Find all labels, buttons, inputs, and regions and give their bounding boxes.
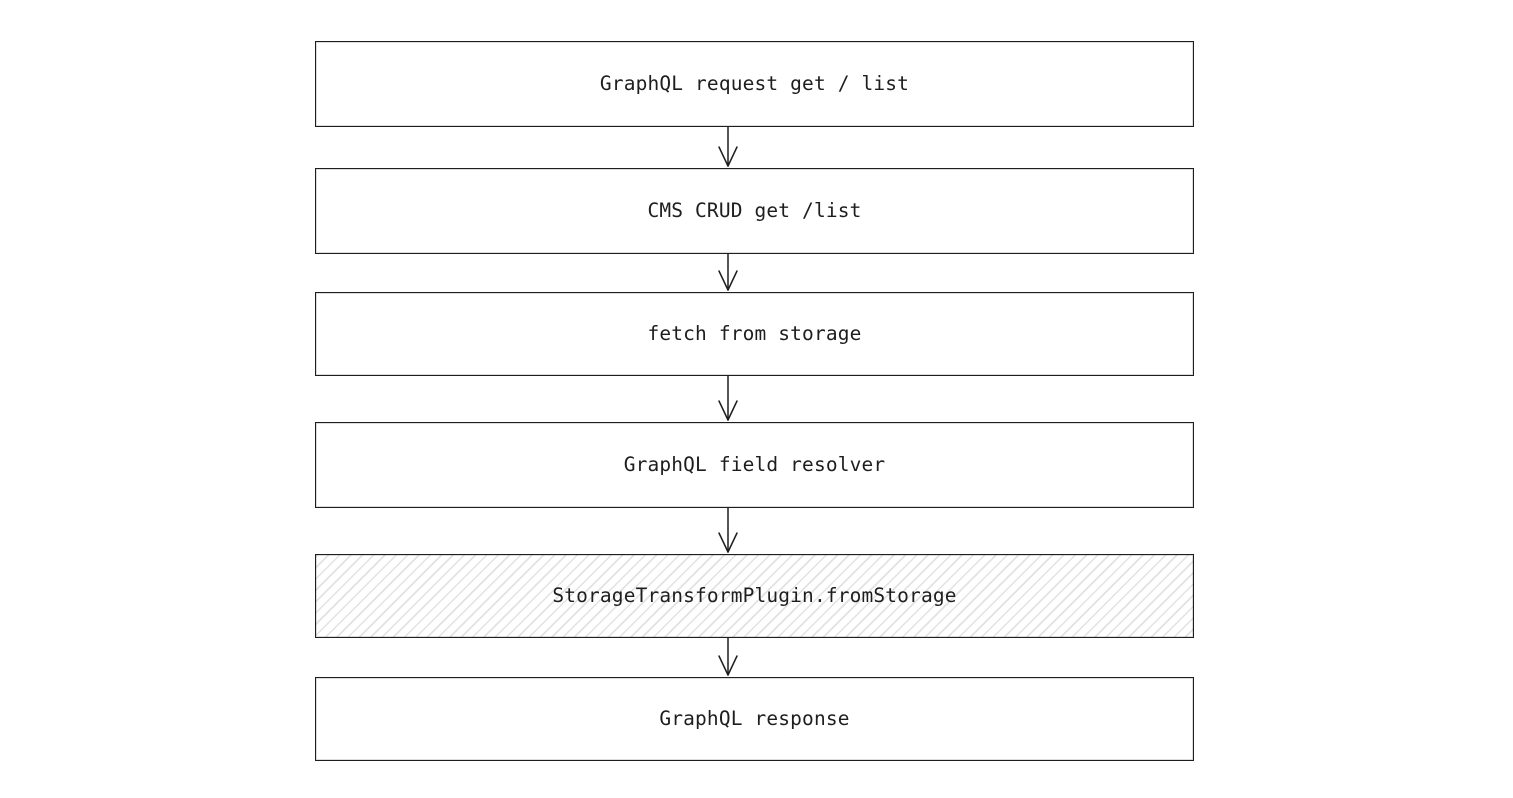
flow-node-label: fetch from storage <box>647 322 862 346</box>
down-arrow-icon <box>714 254 742 292</box>
flow-node-fetch-from-storage: fetch from storage <box>315 292 1194 376</box>
flow-node-graphql-response: GraphQL response <box>315 677 1194 761</box>
flow-node-graphql-field-resolver: GraphQL field resolver <box>315 422 1194 508</box>
down-arrow-icon <box>714 376 742 422</box>
flow-node-label: GraphQL request get / list <box>599 72 910 96</box>
flow-node-label: StorageTransformPlugin.fromStorage <box>552 584 957 608</box>
flow-node-graphql-request: GraphQL request get / list <box>315 41 1194 127</box>
flow-node-storage-transform-plugin: StorageTransformPlugin.fromStorage <box>315 554 1194 638</box>
flow-node-label: GraphQL response <box>659 707 850 731</box>
down-arrow-icon <box>714 127 742 168</box>
flow-node-label: GraphQL field resolver <box>623 453 886 477</box>
down-arrow-icon <box>714 508 742 554</box>
flow-node-label: CMS CRUD get /list <box>647 199 862 223</box>
flow-node-cms-crud: CMS CRUD get /list <box>315 168 1194 254</box>
down-arrow-icon <box>714 638 742 677</box>
